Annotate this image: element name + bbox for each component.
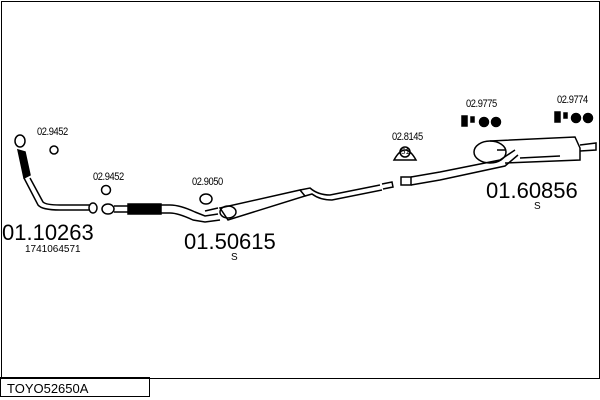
- diagram-code: TOYO52650A: [0, 377, 150, 397]
- rear-muffler-drawing: [473, 136, 597, 164]
- assembly-number: 01.50615: [184, 229, 276, 254]
- assembly-number: 01.10263: [2, 220, 94, 245]
- centre-muffler-drawing: [204, 181, 394, 221]
- front-pipe-drawing: [14, 134, 221, 223]
- part-number: 02.9452: [93, 171, 124, 183]
- assembly-suffix: S: [231, 252, 238, 263]
- part-number: 02.9775: [466, 98, 497, 110]
- gaskets-drawing: [49, 145, 418, 205]
- part-number: 02.9050: [192, 176, 223, 188]
- oe-number: 1741064571: [25, 244, 81, 255]
- assembly-number: 01.60856: [486, 178, 578, 203]
- mount-kits-drawing: [461, 111, 594, 128]
- part-number: 02.8145: [392, 131, 423, 143]
- mount-label: 51: [401, 147, 410, 156]
- rear-pipe-drawing: [400, 149, 519, 186]
- assembly-suffix: S: [534, 201, 541, 212]
- part-number: 02.9774: [557, 94, 588, 106]
- part-number: 02.9452: [37, 126, 68, 138]
